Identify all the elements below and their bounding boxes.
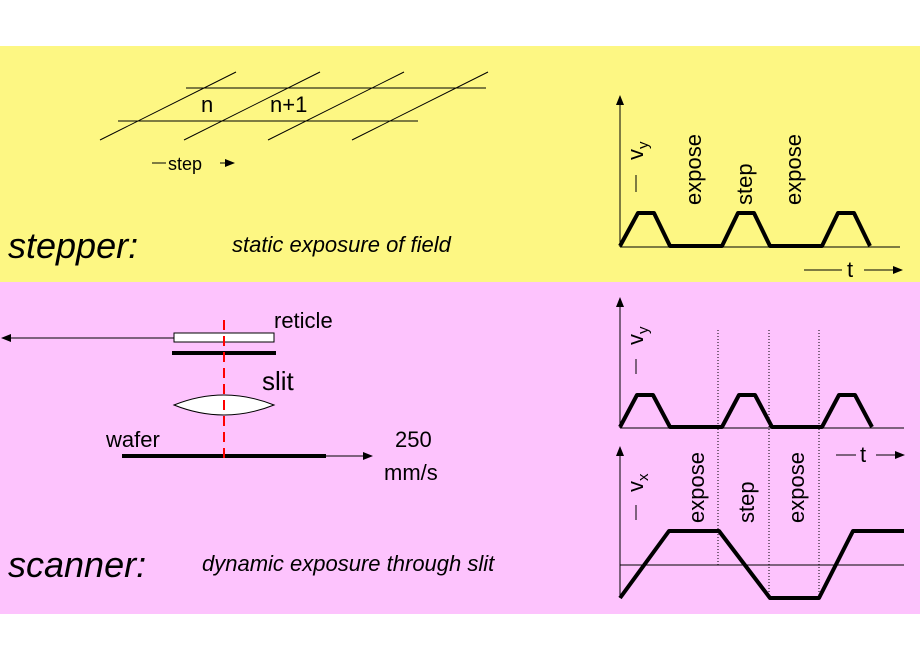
reticle-label: reticle (274, 308, 333, 333)
stepper-vy-trace (618, 211, 872, 248)
stepper-field-grid (99, 71, 489, 141)
stepper-velocity-graph: vy expose step expose t (616, 95, 903, 282)
stepper-phase-step: step (732, 163, 757, 205)
stepper-axis-label: vy (623, 141, 652, 160)
wafer-label: wafer (105, 427, 160, 452)
scanner-vy-axis-label: vy (623, 326, 652, 345)
scanner-phase-separators (717, 330, 820, 600)
scanner-phase-expose-2: expose (784, 452, 809, 523)
stepper-phase-expose-2: expose (781, 134, 806, 205)
scanner-time-label: t (860, 442, 866, 467)
scanner-phase-expose-1: expose (684, 452, 709, 523)
slit-label: slit (262, 366, 295, 396)
scanner-phase-step: step (734, 481, 759, 523)
scanner-vx-trace (618, 529, 904, 600)
step-label: step (168, 154, 202, 174)
field-label-n-plus-1: n+1 (270, 92, 307, 117)
field-label-n: n (201, 92, 213, 117)
stepper-phase-expose-1: expose (681, 134, 706, 205)
scanner-vy-trace (618, 393, 874, 429)
step-arrow: step (152, 154, 235, 174)
wafer-speed-value: 250 (395, 427, 432, 452)
stepper-title: stepper: (8, 225, 138, 266)
scanner-title: scanner: (8, 544, 146, 585)
scanner-vx-axis-label: vx (623, 473, 652, 492)
scanner-caption: dynamic exposure through slit (202, 551, 495, 576)
stepper-time-label: t (847, 257, 853, 282)
scanner-panel (0, 282, 920, 614)
wafer-speed-unit: mm/s (384, 460, 438, 485)
stepper-caption: static exposure of field (232, 232, 452, 257)
scanner-vy-graph: vy t (616, 297, 905, 467)
scanner-vx-graph: vx expose step expose (616, 446, 904, 600)
